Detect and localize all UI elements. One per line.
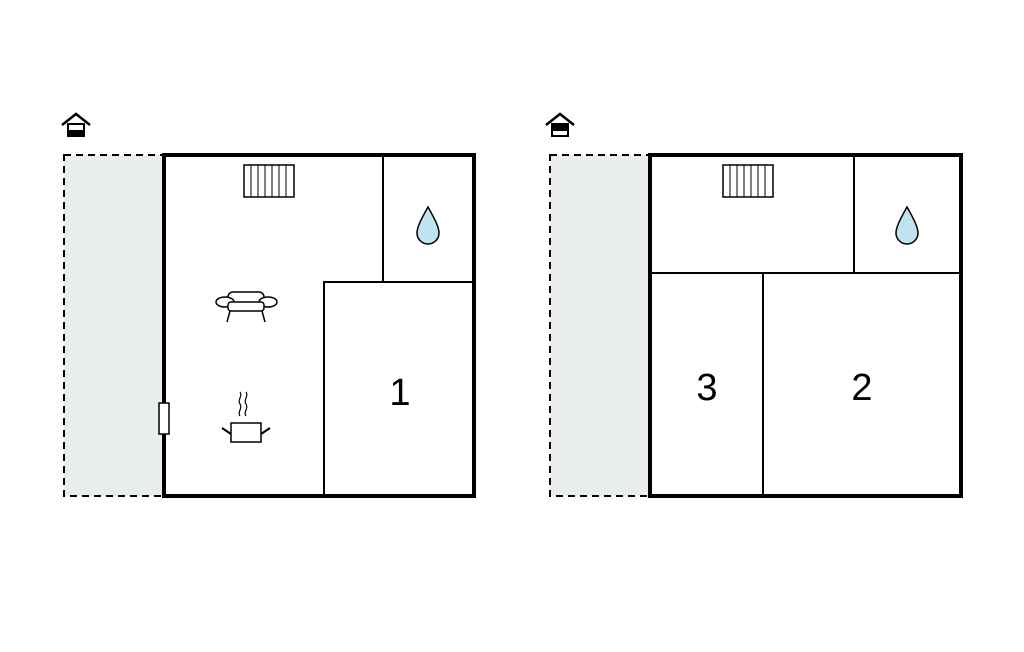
house-ground-floor-icon [61, 112, 91, 137]
outer-wall [648, 153, 963, 498]
water-drop-icon [416, 205, 440, 245]
house-upper-floor-icon [545, 112, 575, 137]
radiator-icon [722, 164, 774, 198]
room-number: 3 [696, 367, 717, 409]
water-drop-icon [895, 205, 919, 245]
floor-plan-upper: 3 2 [545, 112, 963, 498]
room-1-wall [323, 281, 474, 496]
floor-plan-ground: 1 [61, 112, 476, 498]
outer-wall [162, 153, 476, 498]
sofa-icon [215, 291, 278, 323]
terrace-area [63, 154, 165, 497]
room-number: 2 [851, 367, 872, 409]
cooking-pot-icon [221, 391, 271, 443]
room-number: 1 [389, 372, 410, 414]
radiator-icon [243, 164, 295, 198]
terrace-area [549, 154, 651, 497]
door-icon [158, 402, 170, 435]
